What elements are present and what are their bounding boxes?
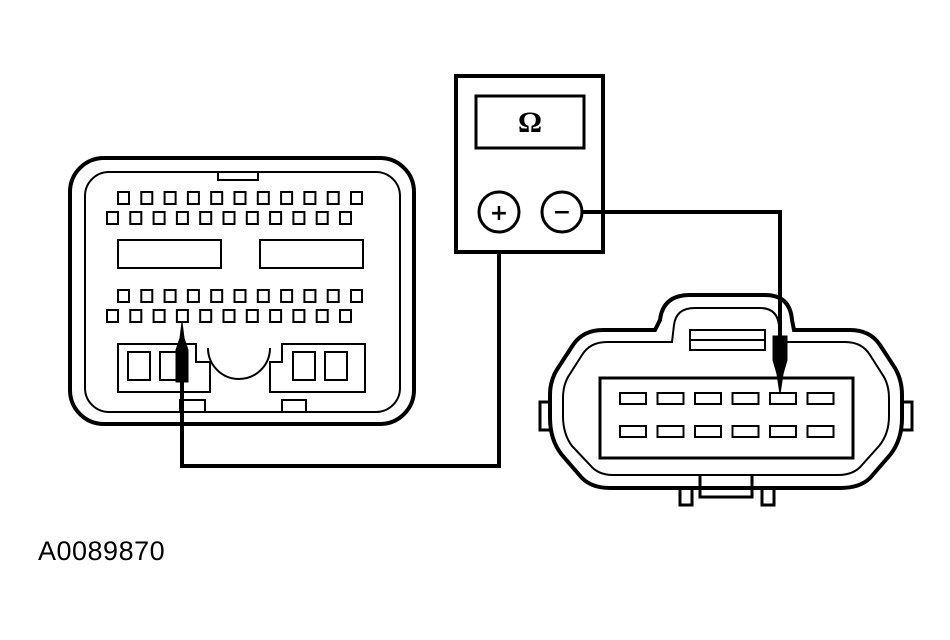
pin-cavity xyxy=(280,191,294,205)
pin-cavity xyxy=(175,211,189,225)
module-connector-lower-left-pocket xyxy=(117,343,211,393)
module-connector-top-latch xyxy=(217,171,259,181)
pin-cavity xyxy=(106,211,119,225)
negative-test-lead-wire xyxy=(583,210,782,338)
pin-cavity xyxy=(163,191,177,205)
pin-row xyxy=(619,425,835,438)
pin-cavity xyxy=(769,392,797,405)
pin-cavity xyxy=(210,191,224,205)
pin-cavity xyxy=(222,211,236,225)
positive-jack xyxy=(477,190,521,234)
harness-connector-outer-shell xyxy=(548,293,904,490)
module-connector-inner-shell xyxy=(84,171,401,413)
pin-cavity xyxy=(199,211,213,225)
pin-cavity xyxy=(280,289,294,303)
pin-cavity xyxy=(233,191,247,205)
pin-cavity xyxy=(315,309,329,323)
pin-row xyxy=(117,289,363,303)
positive-probe-tip xyxy=(175,321,189,383)
negative-jack-symbol: − xyxy=(553,200,571,225)
pin-cavity xyxy=(117,289,130,303)
pin-cavity xyxy=(256,191,270,205)
pin-cavity xyxy=(117,191,130,205)
harness-connector xyxy=(538,293,914,507)
pin-cavity xyxy=(350,289,363,303)
module-connector-outer-shell xyxy=(68,156,416,426)
pin-cavity xyxy=(152,309,166,323)
harness-connector-bottom-latch xyxy=(678,475,776,507)
module-connector xyxy=(68,156,416,426)
pin-cavity xyxy=(129,309,143,323)
harness-connector-side-tab-left xyxy=(538,400,550,432)
pin-cavity xyxy=(175,309,189,323)
pin-cavity xyxy=(806,425,835,438)
pin-cavity xyxy=(315,211,329,225)
positive-test-lead-wire xyxy=(180,252,501,468)
pin-cavity xyxy=(339,309,352,323)
pin-cavity xyxy=(256,289,270,303)
test-leads xyxy=(175,210,788,468)
harness-connector-inner-shell xyxy=(562,307,890,476)
cavity xyxy=(127,351,151,381)
pin-cavity xyxy=(339,211,352,225)
pin-cavity xyxy=(326,289,340,303)
meter-body xyxy=(454,74,605,254)
pin-cavity xyxy=(245,211,259,225)
pin-cavity xyxy=(731,392,760,405)
pin-cavity xyxy=(292,211,306,225)
module-connector-wide-slot-right xyxy=(259,239,364,269)
pin-cavity xyxy=(245,309,259,323)
pin-cavity xyxy=(129,211,143,225)
pin-cavity xyxy=(350,191,363,205)
pin-row xyxy=(117,191,363,205)
pin-cavity xyxy=(140,191,154,205)
module-connector-bottom-tabs xyxy=(179,399,307,412)
pin-row xyxy=(106,309,352,323)
harness-connector-terminal-window xyxy=(598,376,855,460)
pin-cavity xyxy=(152,211,166,225)
harness-connector-side-tab-right xyxy=(902,400,914,432)
pin-cavity xyxy=(619,425,647,438)
negative-probe-tip xyxy=(772,335,788,395)
module-connector-lower-right-pocket xyxy=(269,343,366,393)
pin-cavity xyxy=(303,289,317,303)
pin-cavity xyxy=(163,289,177,303)
pin-cavity xyxy=(269,211,283,225)
figure-id-label: A0089870 xyxy=(38,536,166,566)
pin-cavity xyxy=(233,289,247,303)
pin-cavity xyxy=(731,425,760,438)
meter-display-symbol: Ω xyxy=(518,106,542,139)
ohmmeter-icon: Ω + − xyxy=(454,74,605,254)
pin-cavity xyxy=(292,309,306,323)
cavity xyxy=(292,351,316,381)
pin-cavity xyxy=(106,309,119,323)
pin-cavity xyxy=(140,289,154,303)
pin-cavity xyxy=(656,425,685,438)
pin-row xyxy=(106,211,352,225)
negative-jack xyxy=(540,190,584,234)
pin-cavity xyxy=(222,309,236,323)
module-connector-wide-slot-left xyxy=(117,239,222,269)
pin-cavity xyxy=(186,191,200,205)
pin-cavity xyxy=(619,392,647,405)
pin-cavity xyxy=(694,392,722,405)
pin-cavity xyxy=(656,392,685,405)
module-connector-key-arc xyxy=(207,347,271,380)
meter-display xyxy=(474,94,586,150)
pin-cavity xyxy=(694,425,722,438)
cavity xyxy=(324,351,348,381)
pin-cavity xyxy=(769,425,797,438)
pin-cavity xyxy=(199,309,213,323)
pin-cavity xyxy=(303,191,317,205)
pin-cavity xyxy=(326,191,340,205)
pin-cavity xyxy=(210,289,224,303)
pin-cavity xyxy=(269,309,283,323)
pin-cavity xyxy=(806,392,835,405)
pin-row xyxy=(619,392,835,405)
pin-cavity xyxy=(186,289,200,303)
positive-jack-symbol: + xyxy=(490,201,508,226)
